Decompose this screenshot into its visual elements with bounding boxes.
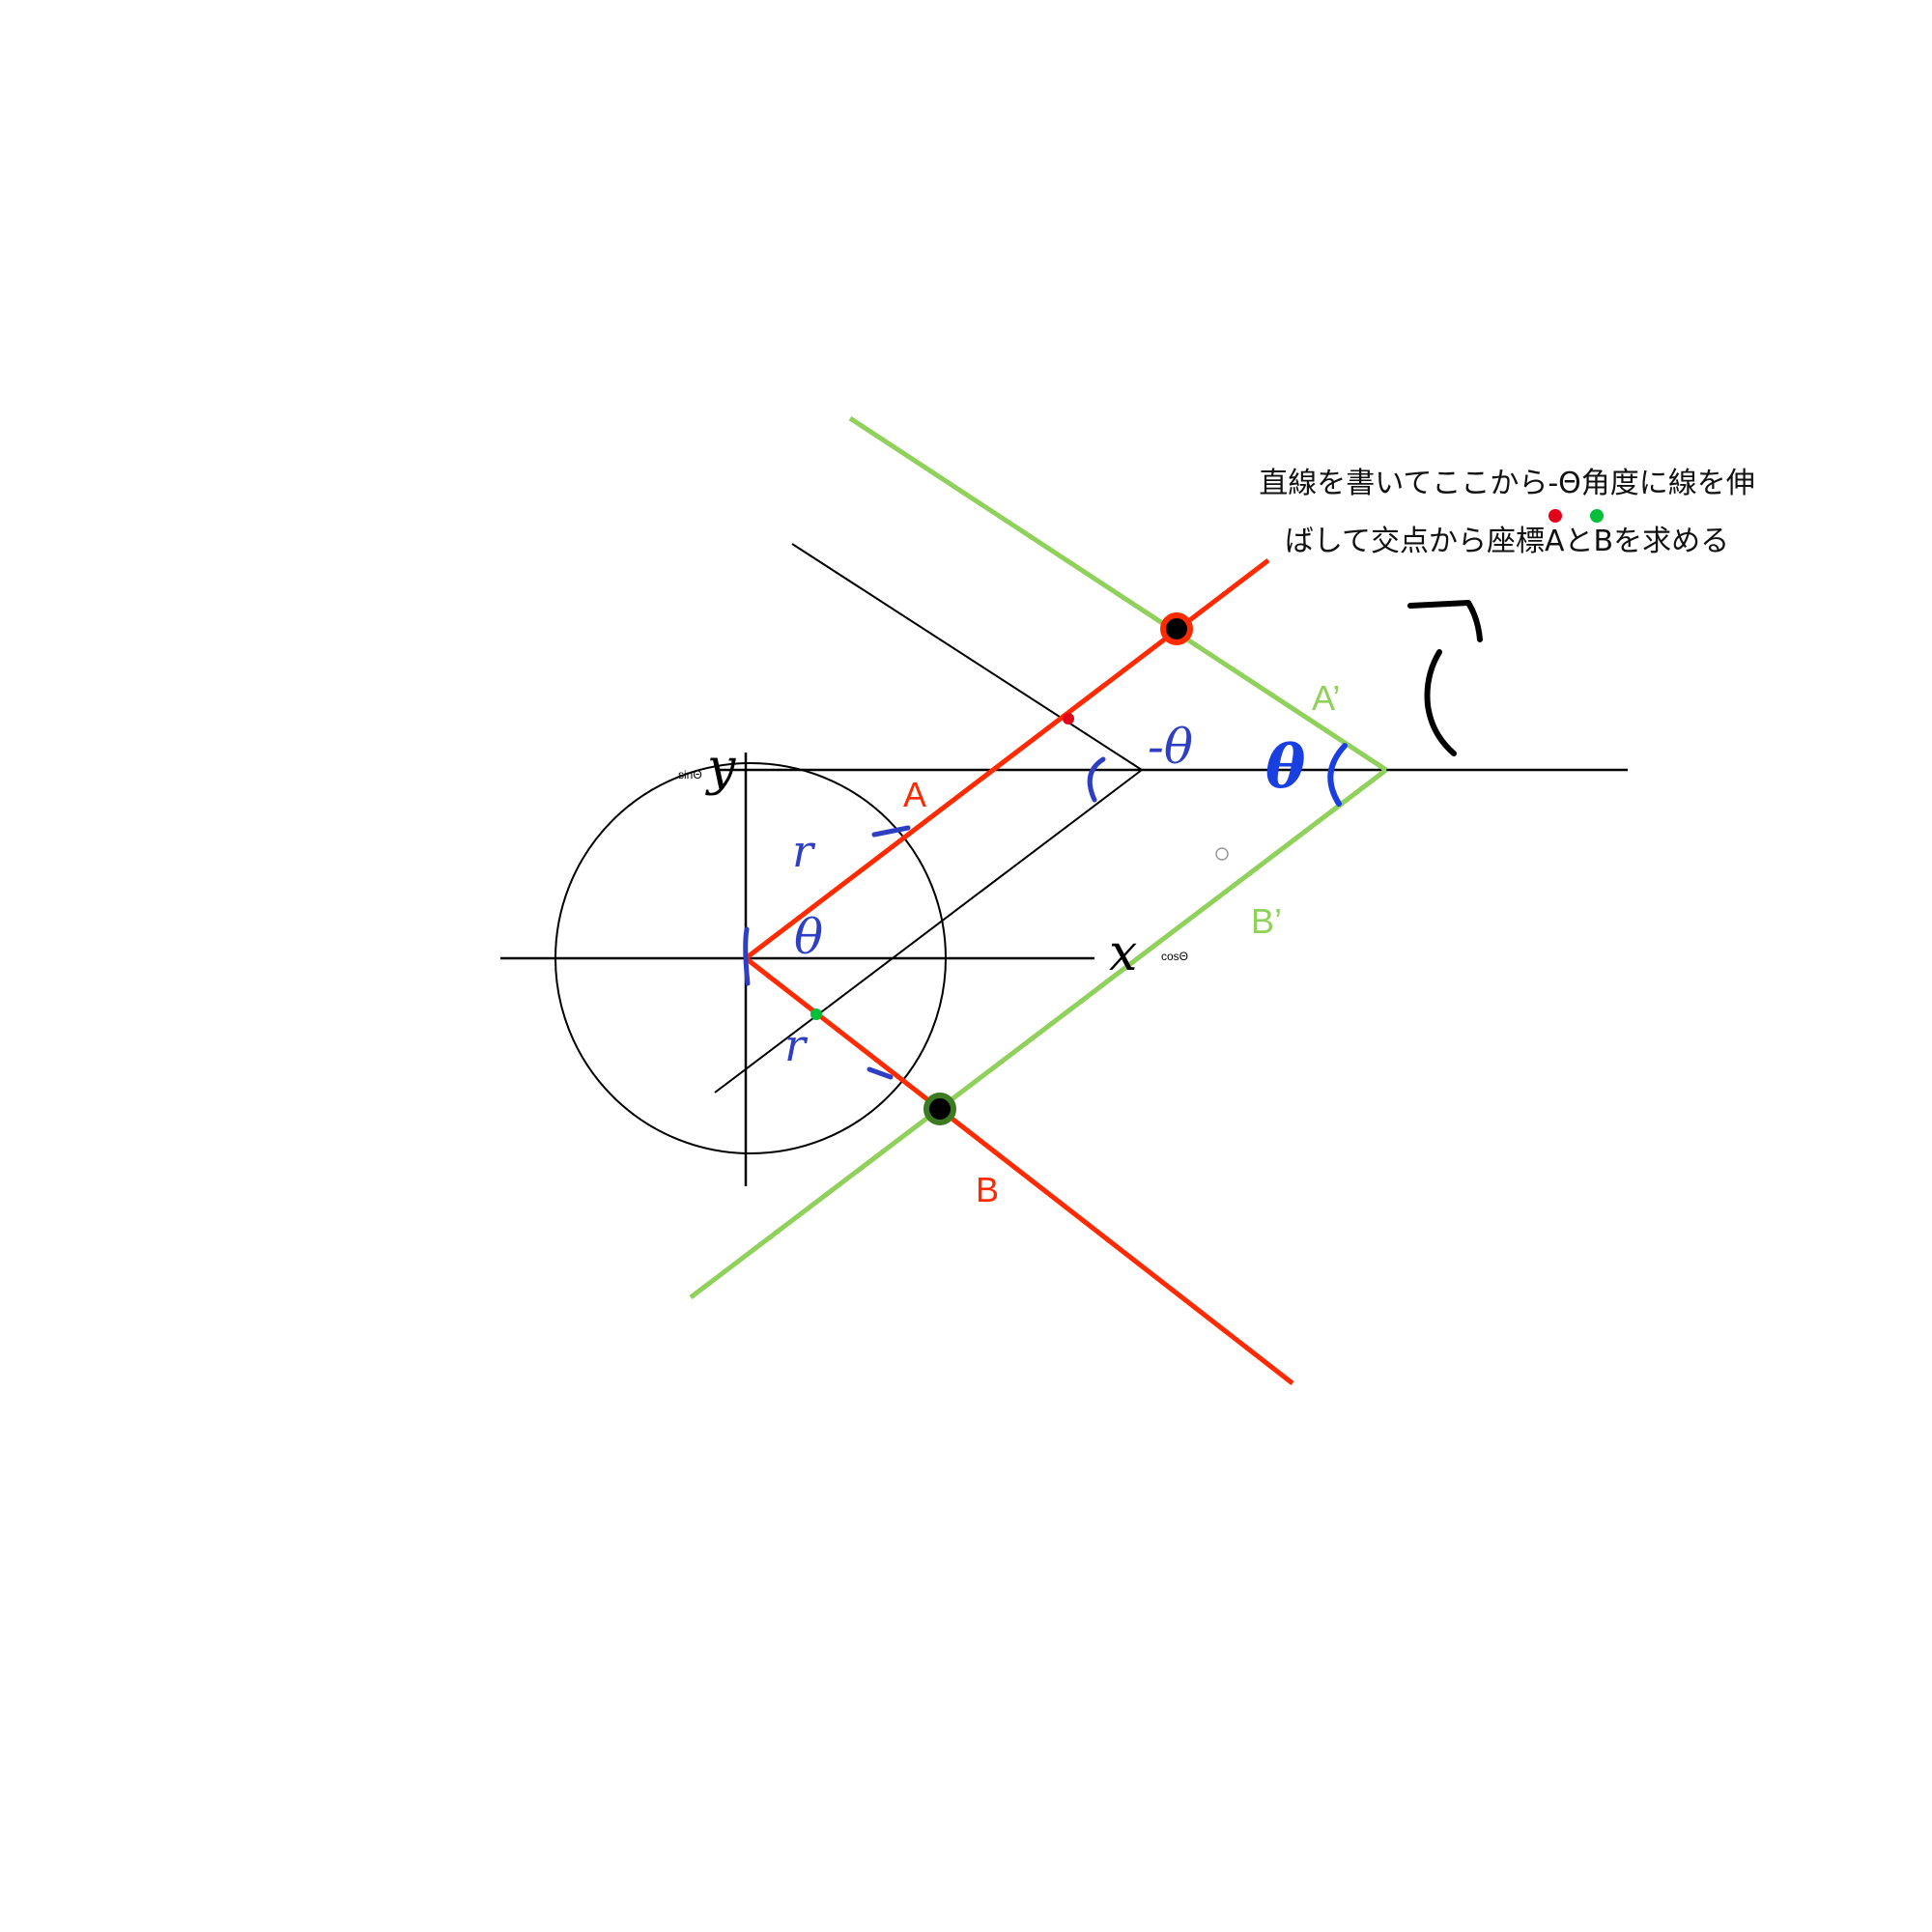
green-line-lower bbox=[689, 768, 1388, 1299]
red-line-B bbox=[744, 956, 1294, 1385]
label-r-upper: r bbox=[792, 825, 816, 877]
tick-mark-upper bbox=[871, 825, 911, 838]
note-dot-red bbox=[1548, 509, 1562, 523]
label-neg-theta: -θ bbox=[1148, 719, 1193, 775]
label-sin: sinΘ bbox=[678, 768, 702, 781]
label-theta-right: θ bbox=[1265, 731, 1306, 802]
intersection-B-point bbox=[923, 1093, 956, 1125]
tick-mark-lower bbox=[867, 1066, 894, 1080]
note-dot-green bbox=[1590, 509, 1604, 523]
hollow-point bbox=[1215, 847, 1229, 861]
label-y-axis: y bbox=[705, 739, 736, 797]
theta-right-angle-arc bbox=[1327, 743, 1348, 807]
neg-theta-angle-arc bbox=[1087, 756, 1106, 803]
note-line-2: ばして交点から座標AとBを求める bbox=[1285, 525, 1729, 558]
label-r-lower: r bbox=[784, 1019, 809, 1071]
label-x-axis: x bbox=[1109, 924, 1137, 982]
label-A: A bbox=[903, 775, 926, 814]
label-A-prime: A’ bbox=[1312, 678, 1340, 718]
origin-angle-arc bbox=[743, 926, 751, 986]
red-marker-dot bbox=[1063, 713, 1074, 724]
intersection-A-point bbox=[1160, 612, 1193, 645]
green-line-upper bbox=[848, 415, 1388, 773]
label-B: B bbox=[976, 1170, 999, 1209]
label-theta-origin: θ bbox=[794, 909, 823, 965]
green-marker-dot bbox=[810, 1009, 822, 1020]
label-cos: cosΘ bbox=[1161, 950, 1188, 963]
construction-line-lower bbox=[714, 769, 1143, 1094]
note-line-1: 直線を書いてここから-Θ角度に線を伸 bbox=[1259, 467, 1755, 500]
construction-line-upper bbox=[791, 543, 1143, 771]
label-B-prime: B’ bbox=[1251, 901, 1282, 941]
hand-drawn-stroke bbox=[1407, 600, 1483, 756]
